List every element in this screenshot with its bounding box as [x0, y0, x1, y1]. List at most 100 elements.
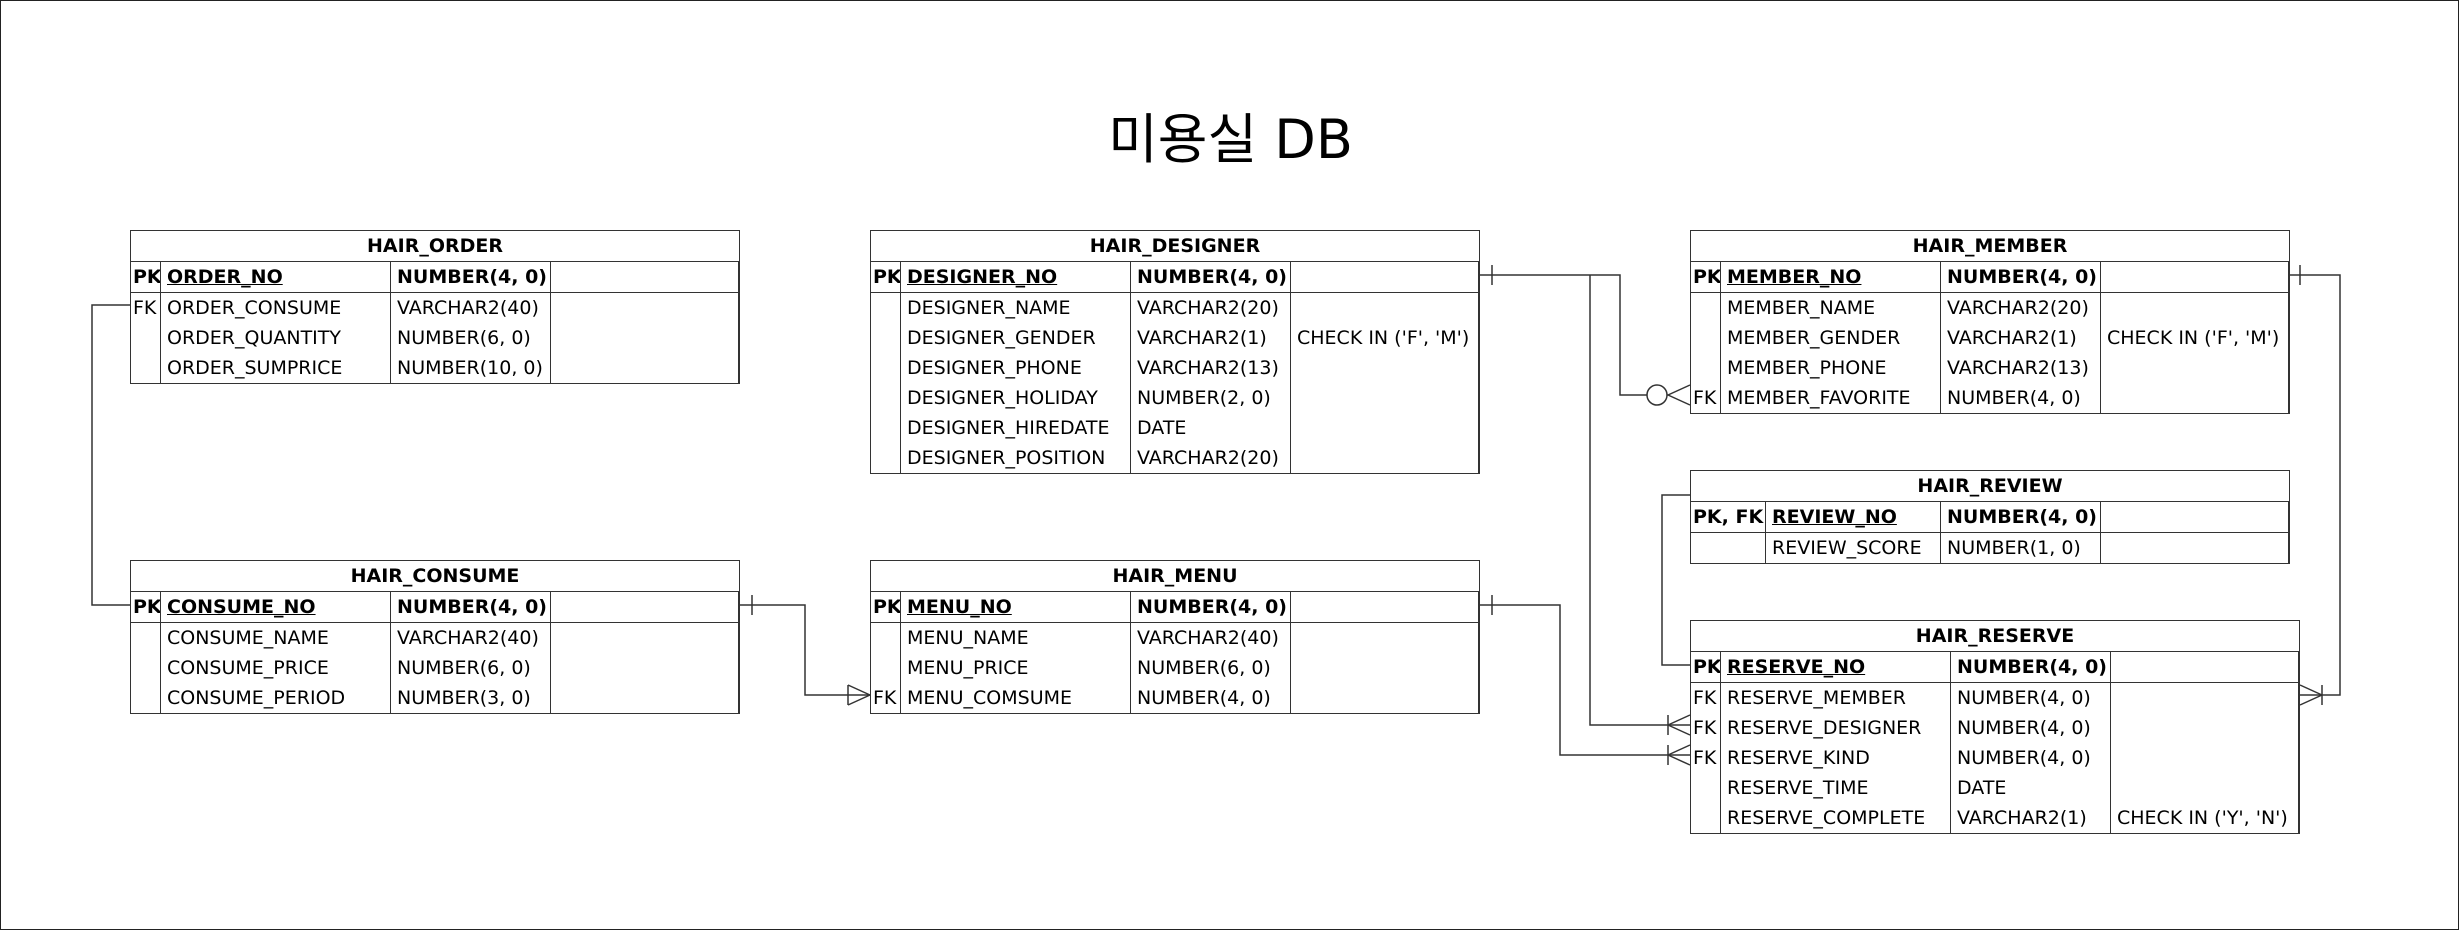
key-cell: PK: [1691, 652, 1721, 682]
key-cell: FK: [871, 683, 901, 713]
table-title: HAIR_ORDER: [131, 231, 739, 262]
column-type: VARCHAR2(13): [1941, 353, 2101, 383]
rel-designer-member: [1480, 274, 1668, 396]
table-row: DESIGNER_HOLIDAY NUMBER(2, 0): [871, 383, 1479, 413]
column-type: VARCHAR2(40): [391, 293, 551, 323]
key-cell: [1691, 803, 1721, 833]
table-row: CONSUME_NAME VARCHAR2(40): [131, 623, 739, 653]
key-cell: [1691, 293, 1721, 323]
column-name: DESIGNER_HIREDATE: [901, 413, 1131, 443]
key-cell: PK: [871, 592, 901, 622]
rel-menu-reserve: [1480, 604, 1690, 756]
column-extra: [2111, 773, 2299, 803]
column-name: MENU_COMSUME: [901, 683, 1131, 713]
column-extra: [2101, 502, 2289, 532]
column-name: MENU_NAME: [901, 623, 1131, 653]
column-type: NUMBER(4, 0): [1941, 502, 2101, 532]
table-title: HAIR_MENU: [871, 561, 1479, 592]
column-name: DESIGNER_HOLIDAY: [901, 383, 1131, 413]
column-name: RESERVE_COMPLETE: [1721, 803, 1951, 833]
column-name: CONSUME_NO: [161, 592, 391, 622]
table-title: HAIR_RESERVE: [1691, 621, 2299, 652]
column-type: VARCHAR2(1): [1951, 803, 2111, 833]
rel-member-reserve: [2290, 274, 2341, 696]
column-type: NUMBER(4, 0): [1951, 652, 2111, 682]
table-row: DESIGNER_HIREDATE DATE: [871, 413, 1479, 443]
column-extra: [551, 293, 739, 323]
column-type: NUMBER(6, 0): [391, 323, 551, 353]
table-row: PK, FK REVIEW_NO NUMBER(4, 0): [1691, 502, 2289, 533]
table-title: HAIR_CONSUME: [131, 561, 739, 592]
key-cell: [871, 383, 901, 413]
table-row: PK ORDER_NO NUMBER(4, 0): [131, 262, 739, 293]
table-row: MEMBER_PHONE VARCHAR2(13): [1691, 353, 2289, 383]
zero-mark: [1646, 384, 1668, 406]
column-name: CONSUME_PERIOD: [161, 683, 391, 713]
table-title: HAIR_DESIGNER: [871, 231, 1479, 262]
column-name: ORDER_NO: [161, 262, 391, 292]
many-mark: [1667, 744, 1691, 756]
table-row: MENU_PRICE NUMBER(6, 0): [871, 653, 1479, 683]
column-extra: [551, 683, 739, 713]
column-extra: [1291, 443, 1479, 473]
column-extra: [1291, 592, 1479, 622]
column-name: ORDER_SUMPRICE: [161, 353, 391, 383]
column-extra: [2111, 713, 2299, 743]
key-cell: PK: [131, 262, 161, 292]
table-row: ORDER_SUMPRICE NUMBER(10, 0): [131, 353, 739, 383]
column-name: RESERVE_TIME: [1721, 773, 1951, 803]
column-type: NUMBER(6, 0): [391, 653, 551, 683]
key-cell: [131, 323, 161, 353]
column-type: NUMBER(4, 0): [391, 262, 551, 292]
key-cell: FK: [1691, 683, 1721, 713]
column-type: NUMBER(4, 0): [1951, 713, 2111, 743]
column-type: NUMBER(4, 0): [1131, 592, 1291, 622]
column-extra: CHECK IN ('F', 'M'): [2101, 323, 2289, 353]
column-type: VARCHAR2(20): [1131, 293, 1291, 323]
column-extra: [1291, 353, 1479, 383]
table-hair-designer: HAIR_DESIGNER PK DESIGNER_NO NUMBER(4, 0…: [870, 230, 1480, 474]
table-hair-order: HAIR_ORDER PK ORDER_NO NUMBER(4, 0) FK O…: [130, 230, 740, 384]
column-type: VARCHAR2(40): [391, 623, 551, 653]
column-name: MEMBER_FAVORITE: [1721, 383, 1941, 413]
key-cell: [871, 323, 901, 353]
key-cell: FK: [1691, 743, 1721, 773]
key-cell: PK: [131, 592, 161, 622]
table-row: FK MENU_COMSUME NUMBER(4, 0): [871, 683, 1479, 713]
column-name: MEMBER_PHONE: [1721, 353, 1941, 383]
column-type: NUMBER(4, 0): [1941, 262, 2101, 292]
column-name: MENU_NO: [901, 592, 1131, 622]
many-mark: [847, 694, 871, 706]
column-type: VARCHAR2(20): [1941, 293, 2101, 323]
column-name: DESIGNER_GENDER: [901, 323, 1131, 353]
column-extra: [1291, 383, 1479, 413]
column-name: RESERVE_MEMBER: [1721, 683, 1951, 713]
diagram-title: 미용실 DB: [1108, 108, 1353, 171]
table-hair-reserve: HAIR_RESERVE PK RESERVE_NO NUMBER(4, 0) …: [1690, 620, 2300, 834]
table-row: ORDER_QUANTITY NUMBER(6, 0): [131, 323, 739, 353]
column-name: MEMBER_NAME: [1721, 293, 1941, 323]
column-type: NUMBER(2, 0): [1131, 383, 1291, 413]
table-row: CONSUME_PRICE NUMBER(6, 0): [131, 653, 739, 683]
key-cell: [131, 683, 161, 713]
rel-designer-reserve: [1589, 275, 1690, 726]
column-type: VARCHAR2(1): [1941, 323, 2101, 353]
key-cell: PK: [1691, 262, 1721, 292]
column-name: DESIGNER_PHONE: [901, 353, 1131, 383]
column-extra: [2111, 652, 2299, 682]
key-cell: [1691, 353, 1721, 383]
table-row: PK CONSUME_NO NUMBER(4, 0): [131, 592, 739, 623]
column-name: ORDER_CONSUME: [161, 293, 391, 323]
column-type: VARCHAR2(20): [1131, 443, 1291, 473]
table-row: PK RESERVE_NO NUMBER(4, 0): [1691, 652, 2299, 683]
column-extra: [2101, 533, 2289, 563]
table-hair-menu: HAIR_MENU PK MENU_NO NUMBER(4, 0) MENU_N…: [870, 560, 1480, 714]
key-cell: [871, 653, 901, 683]
column-name: RESERVE_KIND: [1721, 743, 1951, 773]
column-type: NUMBER(6, 0): [1131, 653, 1291, 683]
key-cell: [871, 293, 901, 323]
many-mark: [2299, 684, 2323, 696]
column-name: ORDER_QUANTITY: [161, 323, 391, 353]
table-row: RESERVE_COMPLETE VARCHAR2(1) CHECK IN ('…: [1691, 803, 2299, 833]
